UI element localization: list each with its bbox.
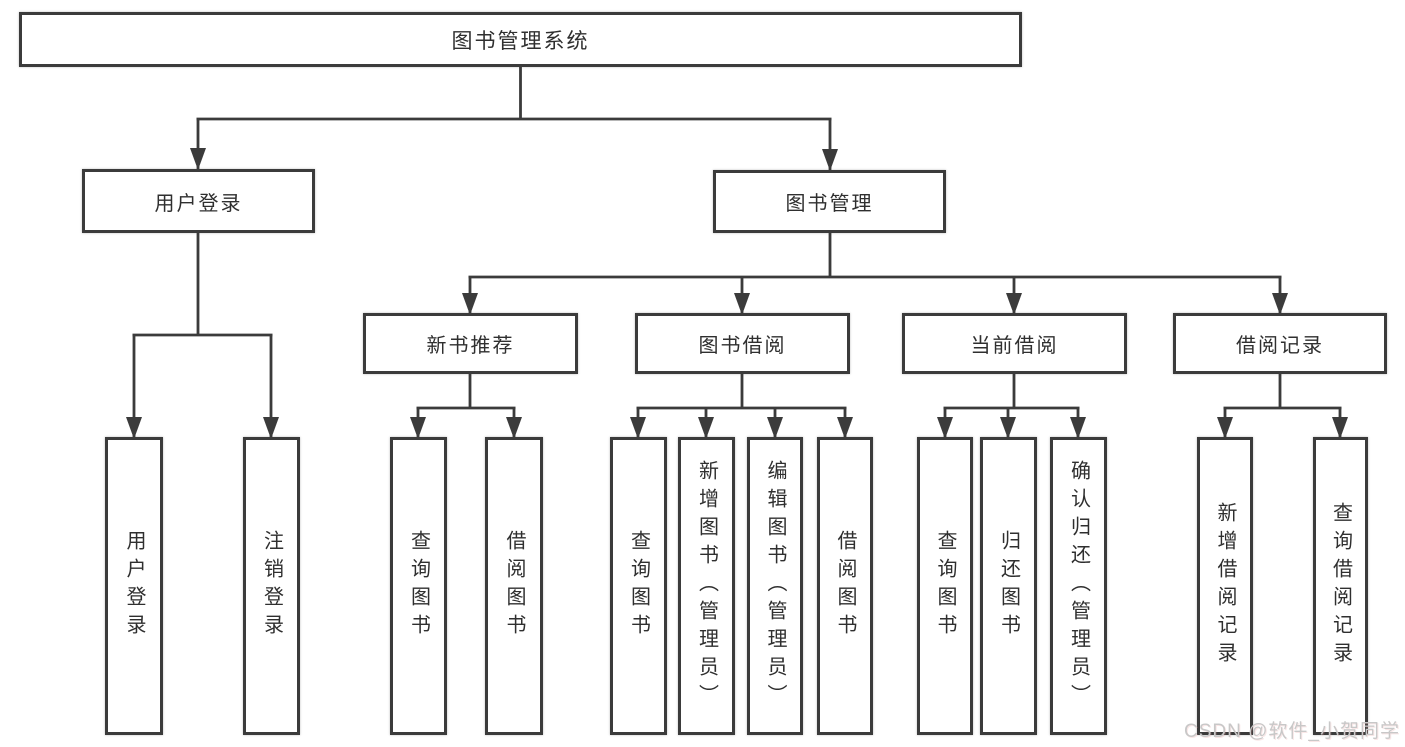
leaf-borrow-borrow-books: 借阅图书 — [817, 437, 873, 735]
leaf-edit-books-admin: 编辑图书（管理员） — [747, 437, 803, 735]
leaf-recommend-borrow-books: 借阅图书 — [485, 437, 543, 735]
leaf-label: 新增图书（管理员） — [695, 460, 718, 712]
leaf-recommend-query-books: 查询图书 — [390, 437, 447, 735]
leaf-label: 查询借阅记录 — [1329, 502, 1352, 670]
leaf-borrow-query-books: 查询图书 — [610, 437, 667, 735]
leaf-current-query-books: 查询图书 — [917, 437, 973, 735]
leaf-add-borrow-record: 新增借阅记录 — [1197, 437, 1253, 735]
node-library-management-system: 图书管理系统 — [19, 12, 1022, 67]
leaf-confirm-return-admin: 确认归还（管理员） — [1050, 437, 1107, 735]
leaf-add-books-admin: 新增图书（管理员） — [678, 437, 735, 735]
node-borrow-records: 借阅记录 — [1173, 313, 1387, 374]
leaf-label: 借阅图书 — [834, 530, 856, 642]
leaf-label: 借阅图书 — [503, 530, 525, 642]
leaf-label: 新增借阅记录 — [1214, 502, 1236, 670]
leaf-label: 归还图书 — [997, 530, 1020, 642]
node-book-borrow: 图书借阅 — [635, 313, 850, 374]
node-book-management: 图书管理 — [713, 170, 946, 233]
node-user-login: 用户登录 — [82, 169, 315, 233]
leaf-label: 用户登录 — [123, 530, 145, 642]
leaf-return-books: 归还图书 — [980, 437, 1037, 735]
node-current-borrow: 当前借阅 — [902, 313, 1127, 374]
leaf-label: 查询图书 — [627, 530, 650, 642]
leaf-label: 确认归还（管理员） — [1067, 460, 1090, 712]
leaf-label: 查询图书 — [934, 530, 956, 642]
csdn-watermark: CSDN @软件_小贺同学 — [1184, 721, 1400, 742]
leaf-query-borrow-record: 查询借阅记录 — [1313, 437, 1368, 735]
leaf-label: 注销登录 — [260, 530, 283, 642]
leaf-label: 编辑图书（管理员） — [764, 460, 786, 712]
node-new-book-recommend: 新书推荐 — [363, 313, 578, 374]
leaf-label: 查询图书 — [407, 530, 430, 642]
leaf-logout-login: 注销登录 — [243, 437, 300, 735]
leaf-user-login: 用户登录 — [105, 437, 163, 735]
